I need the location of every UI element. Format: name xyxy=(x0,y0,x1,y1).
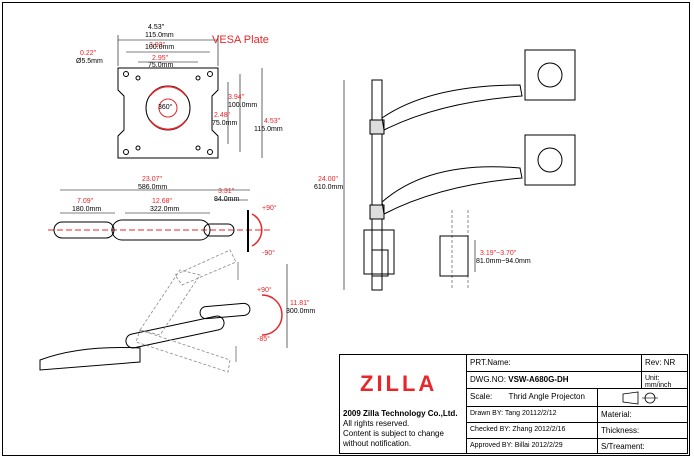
material-cell: Material: xyxy=(597,407,688,423)
side-h-inch: 11.81" xyxy=(290,300,310,307)
vesa-h1-inch: 3.94" xyxy=(228,94,245,101)
vesa-h2-inch: 2.48" xyxy=(214,112,231,119)
vesa-title: VESA Plate xyxy=(212,34,269,46)
rev-cell: Rev: NR xyxy=(641,355,688,372)
vesa-width2-mm: 100.0mm xyxy=(145,44,175,51)
rev-label: Rev: xyxy=(645,358,662,367)
projection-text: Thrid Angle Projecton xyxy=(508,392,585,401)
vesa-hole-mm: Ø5.5mm xyxy=(76,58,103,65)
vesa-h2-mm: 75.0mm xyxy=(212,120,238,127)
rev-value: NR xyxy=(663,358,676,367)
top-view-dimension-lines xyxy=(60,189,250,214)
vesa-width2-inch: 3.93" xyxy=(149,42,166,49)
scale-label: Scale: xyxy=(470,392,493,401)
top-angle-pos: +90° xyxy=(262,205,277,212)
elevation-view xyxy=(343,49,576,291)
dwg-cell: DWG.NO: VSW-A680G-DH xyxy=(467,372,641,389)
top-seg1-inch: 7.09" xyxy=(77,198,94,205)
side-angle-pos: +90° xyxy=(257,287,272,294)
top-seg2-inch: 12.68" xyxy=(152,198,173,205)
thickness-cell: Thickness: xyxy=(597,423,688,439)
material-label: Material: xyxy=(601,410,632,419)
top-seg3-inch: 3.31" xyxy=(218,188,235,195)
title-block: ZILLA 2009 Zilla Technology Co.,Ltd. All… xyxy=(339,354,688,454)
drawing-frame xyxy=(2,2,690,456)
scale-cell: Scale: Thrid Angle Projecton xyxy=(467,389,597,407)
vesa-plate xyxy=(117,67,219,159)
clamp-range-inch: 3.19"~3.70" xyxy=(480,250,517,257)
drawn-cell: Drawn BY: Tang 20112/2/12 xyxy=(467,407,597,423)
vesa-width3-inch: 2.95" xyxy=(152,55,169,62)
prt-name-cell: PRT.Name: xyxy=(467,355,641,372)
logo-area: ZILLA xyxy=(340,355,467,407)
checked-by: Checked BY: Zhang 2012/2/16 xyxy=(470,426,566,433)
vesa-dimension-lines xyxy=(117,35,263,158)
side-view-dims xyxy=(261,264,288,348)
unit-label: Unit: mm/inch xyxy=(645,375,672,389)
side-view-arm xyxy=(39,262,251,371)
rights-line-3: without notification. xyxy=(343,439,412,448)
top-view-arm xyxy=(48,210,270,252)
approved-cell: Approved BY: Billai 2012/2/29 xyxy=(467,439,597,454)
side-angle-neg: -85° xyxy=(257,336,270,343)
treatment-label: S/Treament: xyxy=(601,442,645,451)
elev-h-mm: 610.0mm xyxy=(314,184,344,191)
treatment-cell: S/Treament: xyxy=(597,439,688,454)
clamp-view xyxy=(439,210,476,290)
top-seg1-mm: 180.0mm xyxy=(72,206,102,213)
vesa-hole-inch: 0.22" xyxy=(80,50,97,57)
top-total-inch: 23.07" xyxy=(142,176,163,183)
thickness-label: Thickness: xyxy=(601,426,640,435)
projection-icon xyxy=(622,391,658,405)
rights-line-1: All rights reserved. xyxy=(343,419,410,428)
checked-cell: Checked BY: Zhang 2012/2/16 xyxy=(467,423,597,439)
vesa-h3-inch: 4.53" xyxy=(264,118,281,125)
clamp-range-mm: 81.0mm~94.0mm xyxy=(476,258,531,265)
prt-name-label: PRT.Name: xyxy=(470,358,511,367)
zilla-logo: ZILLA xyxy=(360,371,438,396)
vesa-rotate-label: 360° xyxy=(158,104,173,111)
top-seg3-mm: 84.0mm xyxy=(214,196,240,203)
top-angle-neg: -90° xyxy=(262,250,275,257)
rights-line-2: Content is subject to change xyxy=(343,429,444,438)
projection-symbol xyxy=(597,389,688,407)
copyright-area: 2009 Zilla Technology Co.,Ltd. All right… xyxy=(340,407,467,454)
elev-h-inch: 24.00" xyxy=(318,176,339,183)
vesa-width-inch: 4.53" xyxy=(148,24,165,31)
unit-cell: Unit: mm/inch xyxy=(641,372,688,389)
approved-by: Approved BY: Billai 2012/2/29 xyxy=(470,442,563,449)
dwg-label: DWG.NO: xyxy=(470,375,506,384)
vesa-h3-mm: 115.0mm xyxy=(254,126,283,133)
company-name: 2009 Zilla Technology Co.,Ltd. xyxy=(343,409,458,418)
drawn-by: Drawn BY: Tang 20112/2/12 xyxy=(470,410,557,417)
top-seg2-mm: 322.0mm xyxy=(150,206,180,213)
vesa-width-mm: 115.0mm xyxy=(145,32,174,39)
vesa-width3-mm: 75.0mm xyxy=(148,62,174,69)
side-view-ghost-arms xyxy=(135,249,237,373)
side-h-mm: 300.0mm xyxy=(286,308,316,315)
vesa-h1-mm: 100.0mm xyxy=(228,102,258,109)
top-total-mm: 586.0mm xyxy=(138,184,168,191)
dwg-value: VSW-A680G-DH xyxy=(508,375,569,384)
